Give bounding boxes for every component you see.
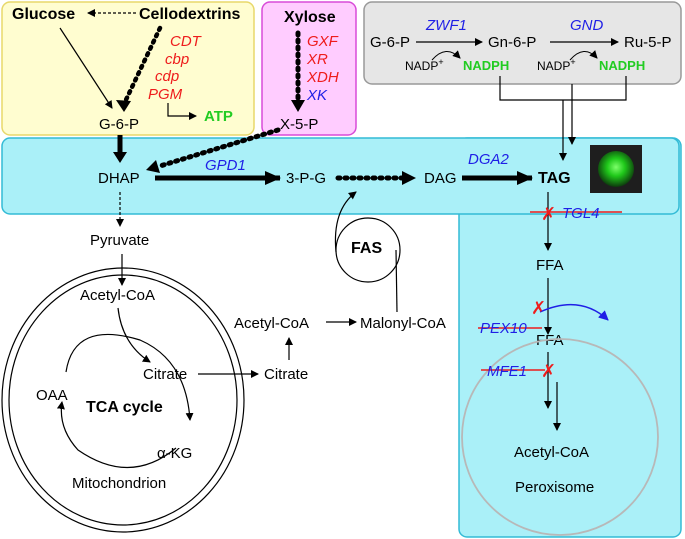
3pg-label: 3-P-G [286, 170, 326, 187]
xylose-box [261, 1, 357, 136]
cellodextrins-to-g6p-arrow [121, 25, 163, 107]
nadph-label-1: NADPH [463, 58, 509, 73]
malonylcoa-label: Malonyl-CoA [360, 315, 446, 332]
mito-citrate-label: Citrate [143, 366, 187, 383]
ffa2-label: FFA [536, 332, 564, 349]
g6p-label: G-6-P [99, 116, 139, 133]
lipid-droplet-glow [598, 151, 634, 187]
fas-label-bg [348, 236, 388, 258]
arrowhead [113, 152, 127, 163]
enzyme-tgl4: TGL4 [562, 205, 600, 222]
ppp-g6p-label: G-6-P [370, 34, 410, 51]
tgl4-block-x: ✗ [541, 204, 556, 224]
mfe1-block-x: ✗ [541, 361, 556, 381]
nadp-label-1: NADP+ [405, 57, 444, 73]
enzyme-xr: XR [306, 51, 328, 68]
dhap-label: DHAP [98, 170, 140, 187]
enzyme-pex10: PEX10 [480, 320, 527, 337]
enzyme-cdt: CDT [170, 33, 203, 50]
arrowhead [291, 100, 305, 112]
peroxisome-label: Peroxisome [515, 479, 594, 496]
arrowhead [116, 100, 131, 112]
cellodextrins-label: Cellodextrins [139, 6, 240, 23]
enzyme-mfe1: MFE1 [487, 363, 527, 380]
arrowhead [402, 171, 416, 185]
tca-cycle-arc [65, 333, 194, 421]
enzyme-xdh: XDH [306, 69, 339, 86]
nadp-to-nadph-arrow-2 [569, 50, 598, 61]
tca-cycle-return [56, 401, 177, 469]
pex10-import-arrow [539, 303, 609, 321]
gn6p-label: Gn-6-P [488, 34, 536, 51]
nadp-label-2: NADP+ [537, 57, 576, 73]
nadp-to-nadph-arrow-1 [431, 50, 461, 61]
enzyme-xk: XK [306, 87, 328, 104]
mitochondrion-label: Mitochondrion [72, 475, 166, 492]
pex10-block-x: ✗ [531, 298, 546, 318]
enzyme-gnd: GND [570, 17, 604, 34]
g6p-to-atp-arrow [167, 103, 197, 120]
nadph-label-2: NADPH [599, 58, 645, 73]
fas-label: FAS [351, 240, 382, 257]
glucose-to-g6p-arrow [59, 27, 113, 109]
peroxisome-membrane [461, 338, 659, 536]
enzyme-cbp: cbp [165, 51, 189, 68]
fas-to-3pg-arrow [334, 191, 357, 253]
mitochondrion-outer-membrane [1, 267, 245, 533]
enzyme-gpd1: GPD1 [205, 157, 246, 174]
enzyme-pgm: PGM [148, 86, 183, 103]
ru5p-label: Ru-5-P [624, 34, 672, 51]
x5p-to-dhap-arrow [157, 127, 281, 169]
glucose-label: Glucose [12, 6, 75, 23]
x5p-label: X-5-P [280, 116, 318, 133]
enzyme-cdp: cdp [155, 68, 179, 85]
acetylcoa-to-citrate-arrow [117, 307, 151, 363]
arrowhead [146, 160, 160, 173]
fas-cycle-arrow [395, 249, 398, 313]
enzyme-gxf: GXF [307, 33, 339, 50]
ppp-box [363, 1, 682, 85]
perox-acetylcoa-label: Acetyl-CoA [514, 444, 589, 461]
enzyme-dga2: DGA2 [468, 151, 510, 168]
tag-label: TAG [538, 170, 571, 187]
pyruvate-label: Pyruvate [90, 232, 149, 249]
xylose-label: Xylose [284, 9, 336, 26]
ffa-label: FFA [536, 257, 564, 274]
cyto-citrate-label: Citrate [264, 366, 308, 383]
mitochondrion-inner-membrane [8, 274, 238, 526]
mito-acetylcoa-label: Acetyl-CoA [80, 287, 155, 304]
cyto-acetylcoa-label: Acetyl-CoA [234, 315, 309, 332]
tca-cycle-label: TCA cycle [86, 399, 163, 416]
oaa-label: OAA [36, 387, 68, 404]
akg-label: α-KG [157, 445, 192, 462]
dag-label: DAG [424, 170, 457, 187]
enzyme-zwf1: ZWF1 [425, 17, 467, 34]
atp-label: ATP [204, 108, 233, 125]
